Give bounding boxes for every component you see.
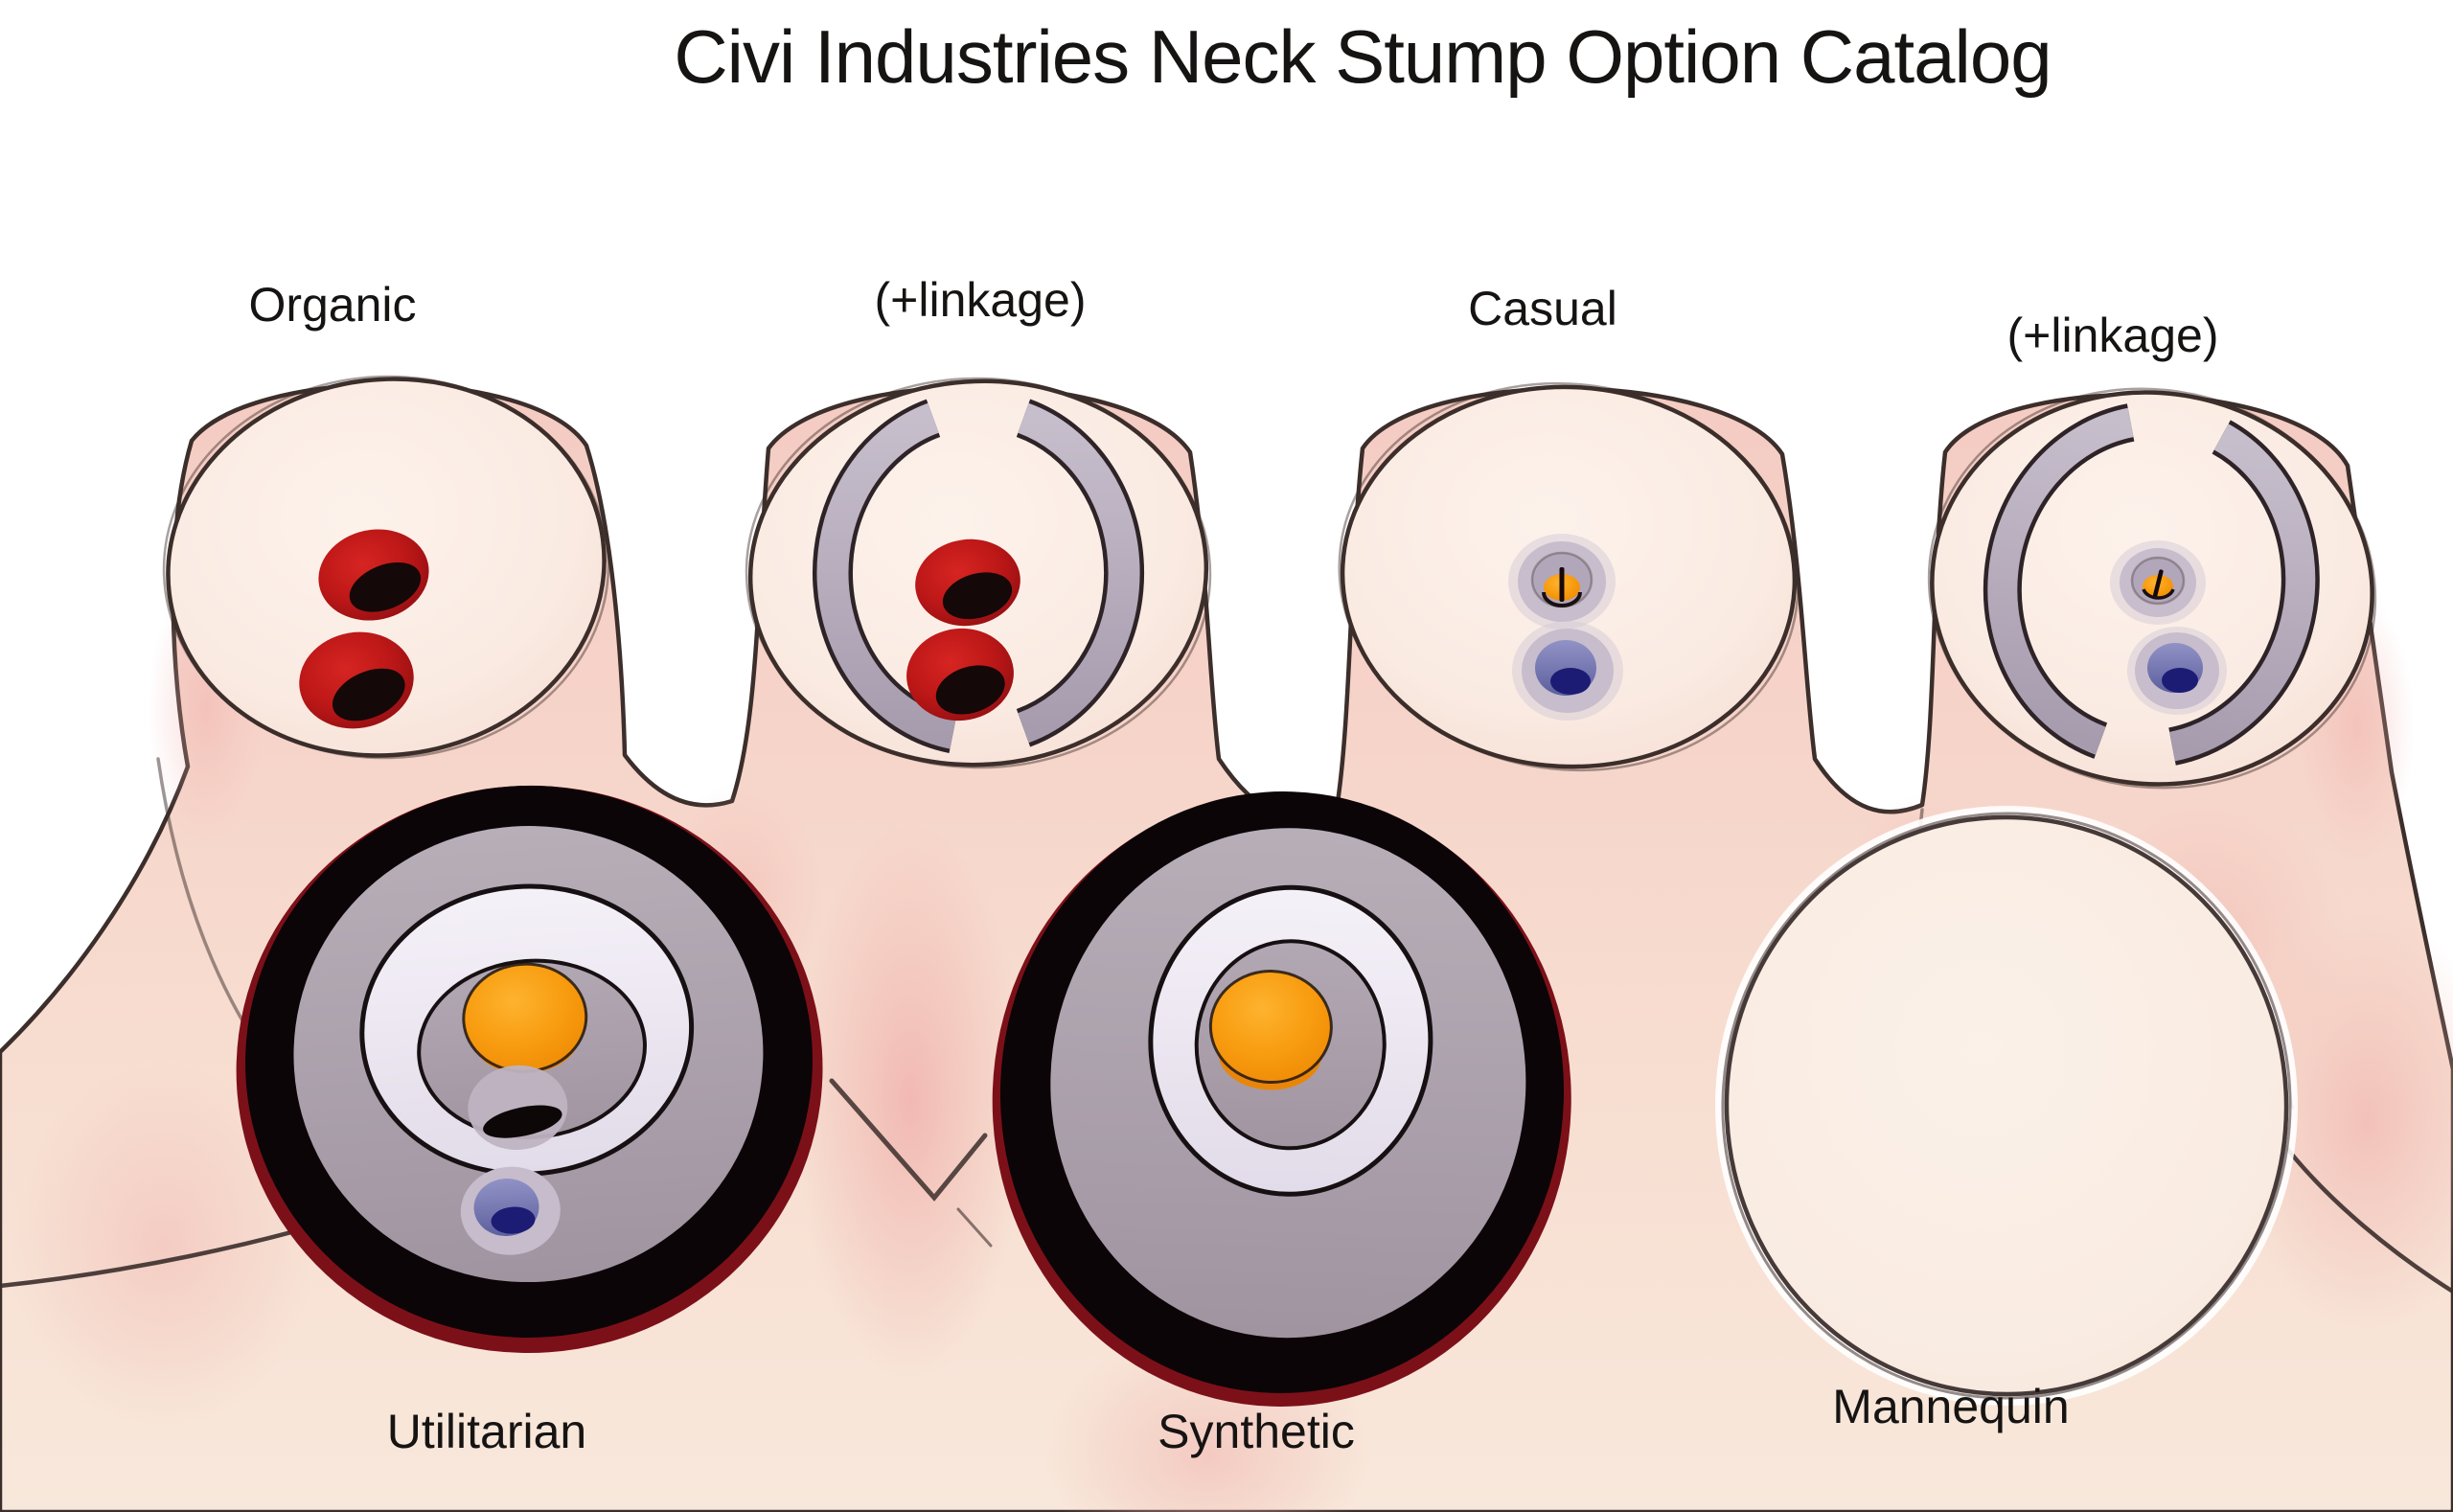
data-port [1512, 621, 1623, 721]
linkage-arc-left [1983, 403, 2135, 759]
stump-mannequin [1715, 806, 2298, 1406]
blood-vessel-hole [299, 631, 414, 729]
stump-face-sketchline [162, 375, 610, 760]
core-orange [462, 962, 588, 1074]
label-utilitarian: Utilitarian [386, 1405, 587, 1458]
label-organic-linkage: (+linkage) [874, 273, 1087, 327]
linkage-arc-right [2167, 420, 2320, 766]
label-synthetic: Synthetic [1158, 1405, 1355, 1458]
dome-sketchline [1721, 812, 2292, 1400]
data-port [2127, 627, 2227, 715]
stump-face-sketchline [1338, 381, 1800, 772]
port-utilitarian [236, 785, 823, 1354]
core-orange [1208, 970, 1333, 1090]
stump-face-sketchline [745, 377, 1212, 769]
power-port [1508, 534, 1616, 630]
page-title: Civi Industries Neck Stump Option Catalo… [674, 14, 2052, 99]
power-port [2110, 540, 2206, 625]
label-casual: Casual [1468, 282, 1617, 335]
linkage-arc-right [1016, 399, 1145, 747]
stump-casual [1338, 381, 1800, 772]
port-synthetic [992, 791, 1571, 1407]
blood-vessel-hole [915, 538, 1020, 627]
stump-organic [162, 375, 610, 760]
dome-white-rim [1715, 806, 2298, 1406]
blood-vessel-hole [906, 628, 1014, 722]
blood-vessel-hole [318, 529, 429, 621]
label-mannequin: Mannequin [1832, 1380, 2070, 1433]
linkage-arc-left [812, 399, 958, 753]
label-organic: Organic [248, 278, 417, 332]
auxiliary-socket [468, 1065, 568, 1150]
stump-face-sketchline [1927, 387, 2377, 790]
data-port [460, 1166, 561, 1255]
dome [1724, 814, 2289, 1397]
stump-organic-linkage [745, 377, 1212, 769]
stump-casual-linkage [1927, 387, 2377, 790]
label-casual-linkage: (+linkage) [2006, 309, 2219, 362]
